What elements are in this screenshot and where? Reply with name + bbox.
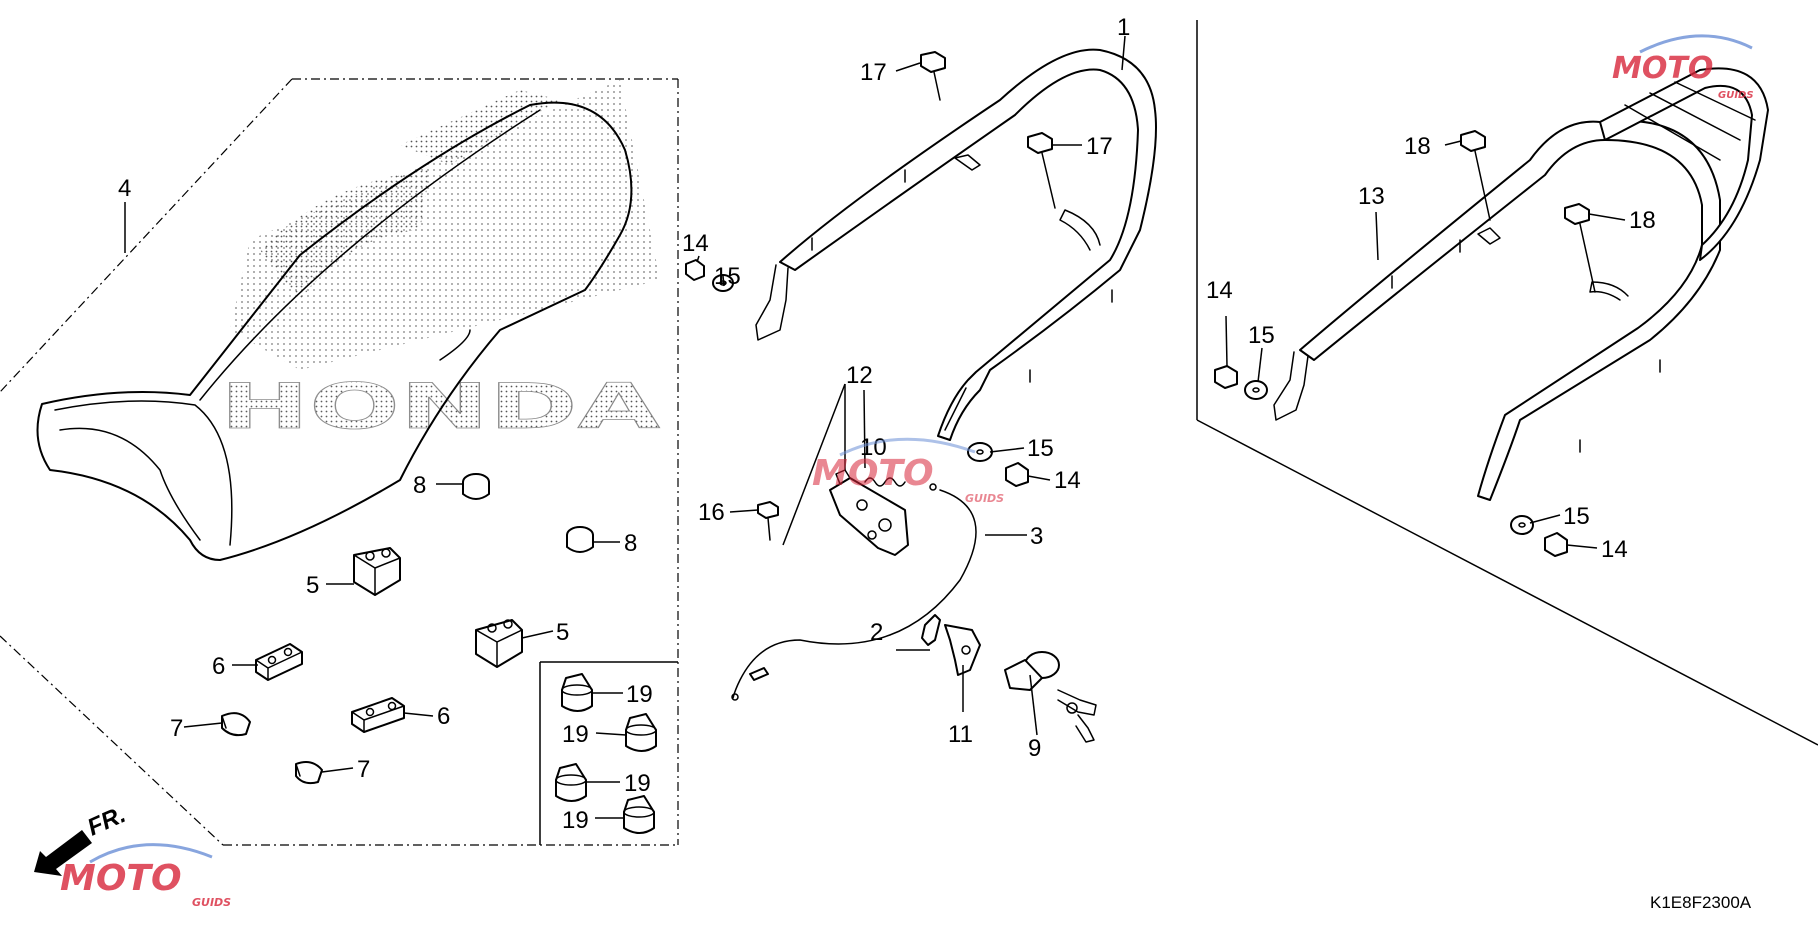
seat-panel-border <box>0 78 679 846</box>
washer-part-15-c <box>1244 380 1268 400</box>
plate-part-6-left <box>255 643 303 681</box>
watermark-bottom-left: MOTO GUIDS <box>60 843 231 909</box>
callout-8-a: 8 <box>413 472 426 499</box>
clip-part-2 <box>921 614 941 646</box>
bolt-part-17-top <box>920 51 946 101</box>
honda-wing-logo <box>260 90 560 300</box>
callout-14-d: 14 <box>1601 536 1628 563</box>
key-cylinder-part-9 <box>1004 651 1097 743</box>
bolt-part-18-right <box>1564 203 1596 293</box>
pad-part-7-left <box>221 712 251 737</box>
watermark-brand-center: MOTO <box>812 453 934 494</box>
spring-part-10 <box>864 477 906 487</box>
callout-labels: 1 2 3 4 5 5 6 6 7 7 8 8 9 10 11 12 13 14… <box>118 14 1656 834</box>
seat-outline <box>36 101 633 561</box>
seat-side-line <box>59 427 201 541</box>
callout-15-b: 15 <box>1027 435 1054 462</box>
watermark-sub-top: GUIDS <box>1718 90 1754 101</box>
callout-10: 10 <box>860 434 887 461</box>
leader-lines <box>124 35 1626 819</box>
watermark-top-right: MOTO GUIDS <box>1612 34 1754 101</box>
callout-18-b: 18 <box>1629 207 1656 234</box>
callout-15-c: 15 <box>1248 322 1275 349</box>
callout-19-b: 19 <box>562 721 589 748</box>
bolt-part-16 <box>757 501 779 541</box>
watermark-brand-bottom: MOTO <box>60 858 182 899</box>
callout-15-d: 15 <box>1563 503 1590 530</box>
front-marker-label: FR. <box>83 801 129 841</box>
plate-part-6-right <box>351 697 405 733</box>
callout-19-c: 19 <box>624 770 651 797</box>
callout-11: 11 <box>948 721 973 748</box>
nut-part-14-d <box>1544 532 1568 557</box>
seat-seam <box>439 329 471 361</box>
washer-part-15-d <box>1510 515 1534 535</box>
seat-rim <box>54 400 233 546</box>
seat-lock-cable-part-3 <box>731 483 977 701</box>
seat-top-line <box>199 109 541 401</box>
seat-shading <box>230 80 660 370</box>
callout-5-b: 5 <box>556 619 569 646</box>
rubber-part-19-d <box>623 795 655 834</box>
seat-assembly: HONDA <box>36 80 660 561</box>
callout-8-b: 8 <box>624 530 637 557</box>
diagram-code: K1E8F2300A <box>1650 893 1752 912</box>
callout-7-b: 7 <box>357 756 370 783</box>
callout-3: 3 <box>1030 523 1043 550</box>
watermark-sub-center: GUIDS <box>965 492 1004 505</box>
bracket-part-11 <box>944 624 981 676</box>
callout-14-c: 14 <box>1206 277 1233 304</box>
seat-lock-plate-part-12 <box>829 469 909 556</box>
washer-part-15-b <box>967 442 993 462</box>
watermark-brand-top: MOTO <box>1612 51 1713 86</box>
callout-16: 16 <box>698 499 725 526</box>
watermark-swoosh-center <box>839 437 976 457</box>
rubber-part-19-a <box>561 673 593 712</box>
rubber-part-19-c <box>555 763 587 802</box>
pad-part-7-bottom <box>295 761 323 785</box>
bracket-part-5-top <box>353 547 401 596</box>
callout-6-b: 6 <box>437 703 450 730</box>
nut-part-14-a <box>685 259 705 281</box>
watermark-sub-bottom: GUIDS <box>192 896 231 909</box>
callout-19-a: 19 <box>626 681 653 708</box>
honda-seat-logo: HONDA <box>220 370 660 443</box>
grab-rail-part-1 <box>755 48 1157 441</box>
watermark-center: MOTO GUIDS <box>812 437 1004 505</box>
bolt-part-18-left <box>1460 130 1491 221</box>
callout-14-b: 14 <box>1054 467 1081 494</box>
nut-part-14-b <box>1005 462 1029 487</box>
callout-14-a: 14 <box>682 230 709 257</box>
cushion-part-8-right <box>566 526 594 553</box>
rubber-part-19-b <box>625 713 657 752</box>
callout-6-a: 6 <box>212 653 225 680</box>
callout-17-a: 17 <box>860 59 887 86</box>
callout-19-d: 19 <box>562 807 589 834</box>
bracket-part-5-bottom <box>475 619 523 668</box>
callout-4: 4 <box>118 175 131 202</box>
cushion-part-8-top <box>462 473 490 500</box>
callout-5-a: 5 <box>306 572 319 599</box>
watermark-swoosh-top <box>1639 34 1753 54</box>
bolt-part-17-right <box>1027 132 1056 209</box>
nut-part-14-c <box>1214 365 1238 389</box>
callout-12: 12 <box>846 362 873 389</box>
watermark-swoosh-bottom <box>89 843 213 864</box>
callout-15-a: 15 <box>714 263 741 290</box>
callout-1: 1 <box>1117 14 1130 41</box>
callout-13: 13 <box>1358 183 1385 210</box>
callout-7-a: 7 <box>170 715 183 742</box>
callout-2: 2 <box>870 619 883 646</box>
carrier-panel-border <box>1196 20 1818 746</box>
callout-18-a: 18 <box>1404 133 1431 160</box>
callout-9: 9 <box>1028 735 1041 762</box>
callout-17-b: 17 <box>1086 133 1113 160</box>
front-arrow-icon <box>34 830 92 876</box>
rear-carrier-part-13 <box>1273 67 1769 501</box>
